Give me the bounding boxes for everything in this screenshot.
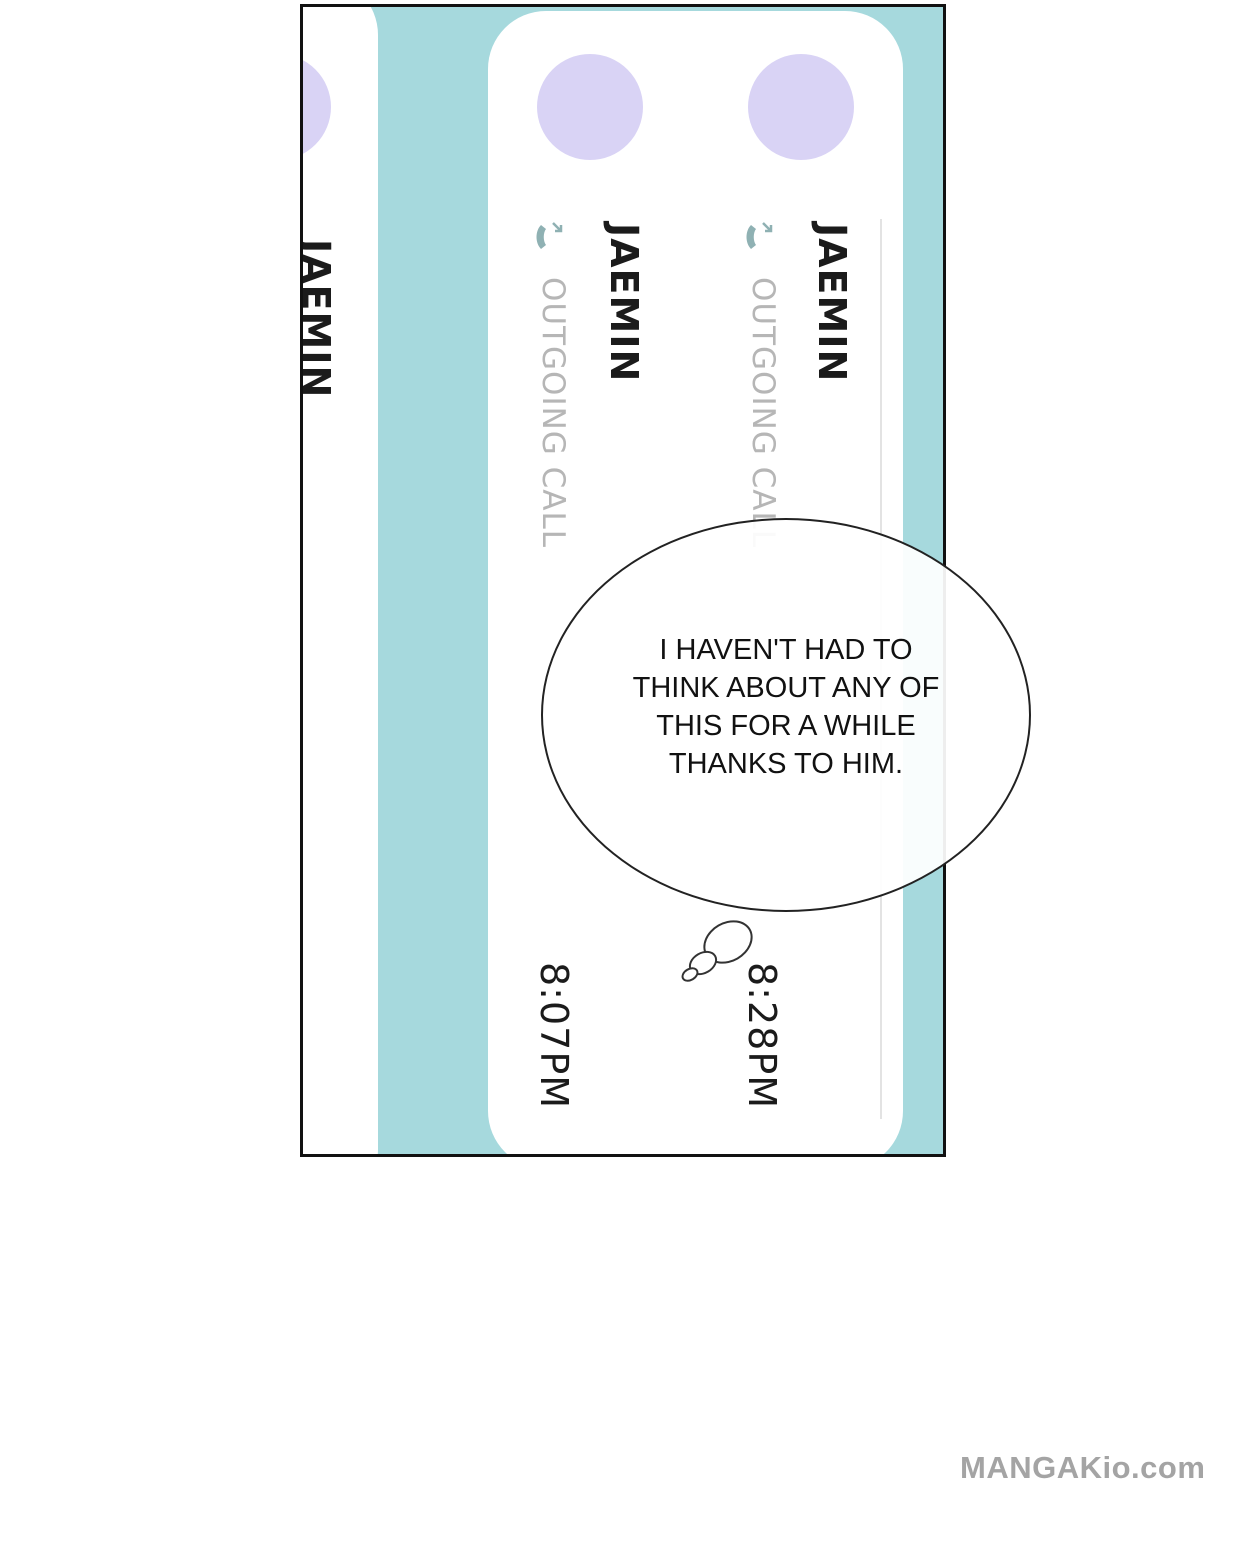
call-type: OUTGOING CALL (535, 277, 571, 549)
call-log-card-partial (303, 7, 378, 1154)
outgoing-call-icon (536, 222, 563, 249)
call-type: OUTGOING CALL (745, 277, 781, 549)
call-time: 8:28PM (740, 962, 784, 1110)
outgoing-call-icon (746, 222, 773, 249)
caller-name: JAEMIN (810, 223, 854, 383)
avatar (748, 54, 854, 160)
thought-bubble-text: I HAVEN'T HAD TO THINK ABOUT ANY OF THIS… (632, 634, 940, 780)
caller-name: JAEMIN (602, 223, 646, 383)
call-time: 8:07PM (532, 962, 576, 1110)
avatar (537, 54, 643, 160)
watermark: MANGAKio.com (960, 1450, 1206, 1485)
caller-name-partial: JAEMIN (300, 239, 338, 399)
thought-bubble: I HAVEN'T HAD TO THINK ABOUT ANY OF THIS… (541, 518, 1031, 912)
